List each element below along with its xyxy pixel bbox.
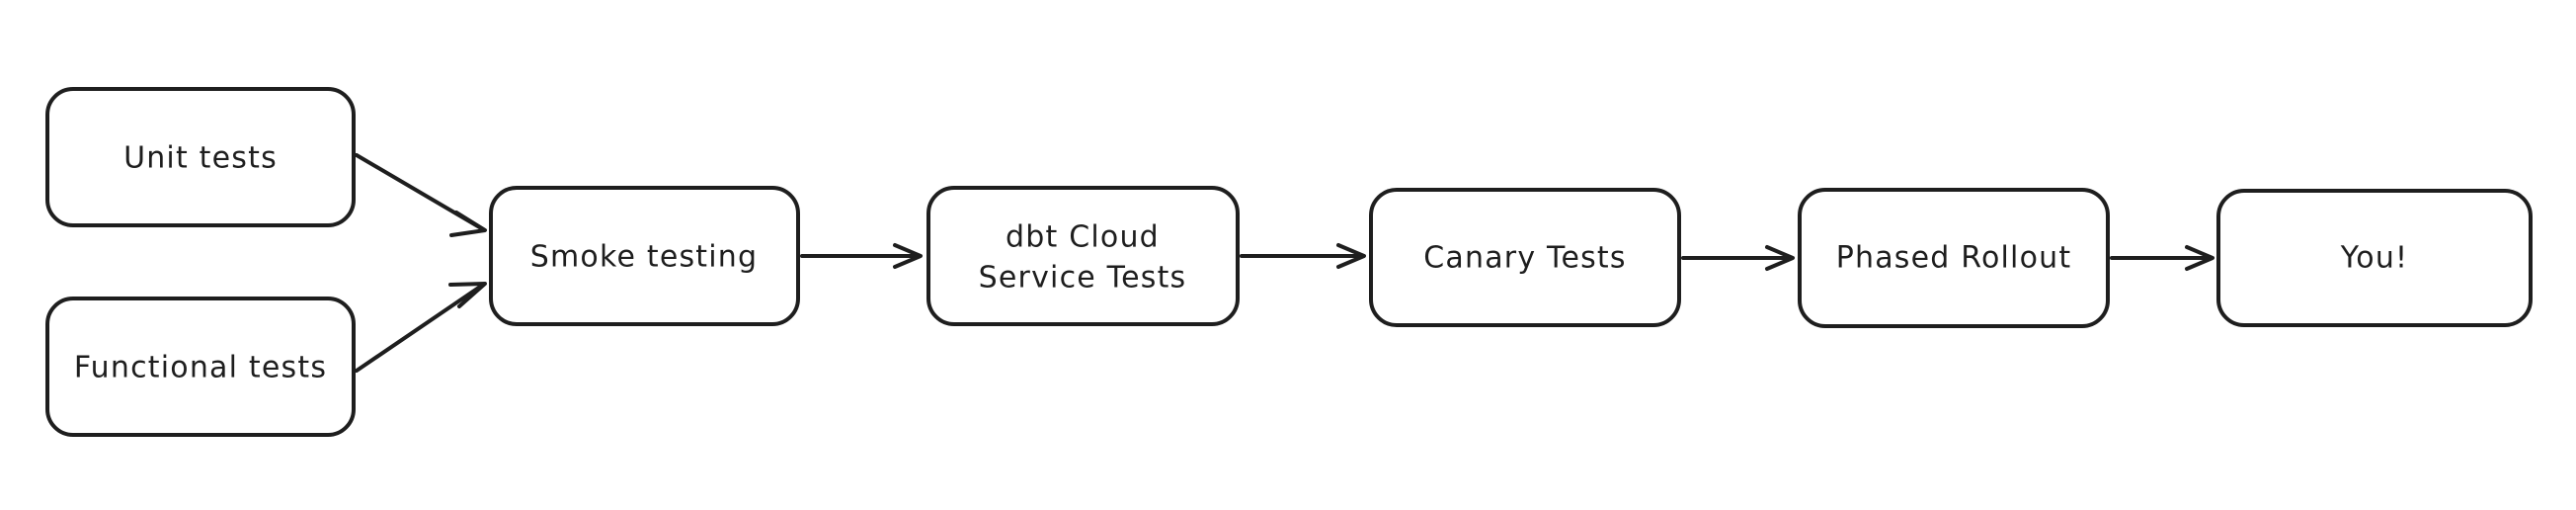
node-functional-tests[interactable]: Functional tests [45, 297, 356, 437]
edge-unit-to-smoke[interactable] [355, 153, 487, 237]
edge-phased-to-you-arrowhead [2185, 245, 2214, 271]
node-functional-tests-label: Functional tests [74, 351, 327, 385]
node-canary-tests-box [1369, 188, 1681, 327]
edge-dbt-to-canary-arrowhead [1336, 243, 1366, 269]
node-canary-tests-label: Canary Tests [1423, 241, 1626, 276]
node-phased-rollout-label: Phased Rollout [1836, 241, 2072, 276]
edge-functional-to-smoke-arrowhead [448, 282, 487, 308]
node-unit-tests[interactable]: Unit tests [45, 87, 356, 227]
edge-functional-to-smoke-line [355, 283, 485, 373]
node-you-box [2216, 189, 2533, 327]
node-you[interactable]: You! [2216, 189, 2533, 327]
node-dbt-cloud-service-tests[interactable]: dbt Cloud Service Tests [926, 186, 1240, 326]
node-phased-rollout[interactable]: Phased Rollout [1798, 188, 2110, 328]
node-canary-tests[interactable]: Canary Tests [1369, 188, 1681, 327]
node-smoke-testing-label: Smoke testing [530, 240, 759, 275]
node-smoke-testing-box [489, 186, 800, 326]
edge-phased-to-you[interactable] [2110, 245, 2214, 271]
edge-smoke-to-dbt[interactable] [800, 243, 923, 269]
edge-dbt-to-canary[interactable] [1240, 243, 1366, 269]
node-unit-tests-box [45, 87, 356, 227]
node-phased-rollout-box [1798, 188, 2110, 328]
edge-unit-to-smoke-arrowhead [449, 211, 487, 237]
node-smoke-testing[interactable]: Smoke testing [489, 186, 800, 326]
node-dbt-cloud-service-tests-label-line1: dbt Cloud [1006, 220, 1160, 255]
edge-canary-to-phased-arrowhead [1765, 245, 1795, 271]
node-functional-tests-box [45, 297, 356, 437]
edge-layer [355, 153, 2214, 373]
edge-functional-to-smoke[interactable] [355, 282, 487, 373]
node-dbt-cloud-service-tests-label-line2: Service Tests [979, 261, 1187, 296]
node-dbt-cloud-service-tests-box [926, 186, 1240, 326]
node-unit-tests-label: Unit tests [123, 141, 278, 176]
edge-smoke-to-dbt-arrowhead [893, 243, 923, 269]
node-you-label: You! [2340, 241, 2409, 276]
edge-canary-to-phased[interactable] [1681, 245, 1795, 271]
node-layer: Unit tests Functional tests Smoke testin… [45, 87, 2533, 437]
